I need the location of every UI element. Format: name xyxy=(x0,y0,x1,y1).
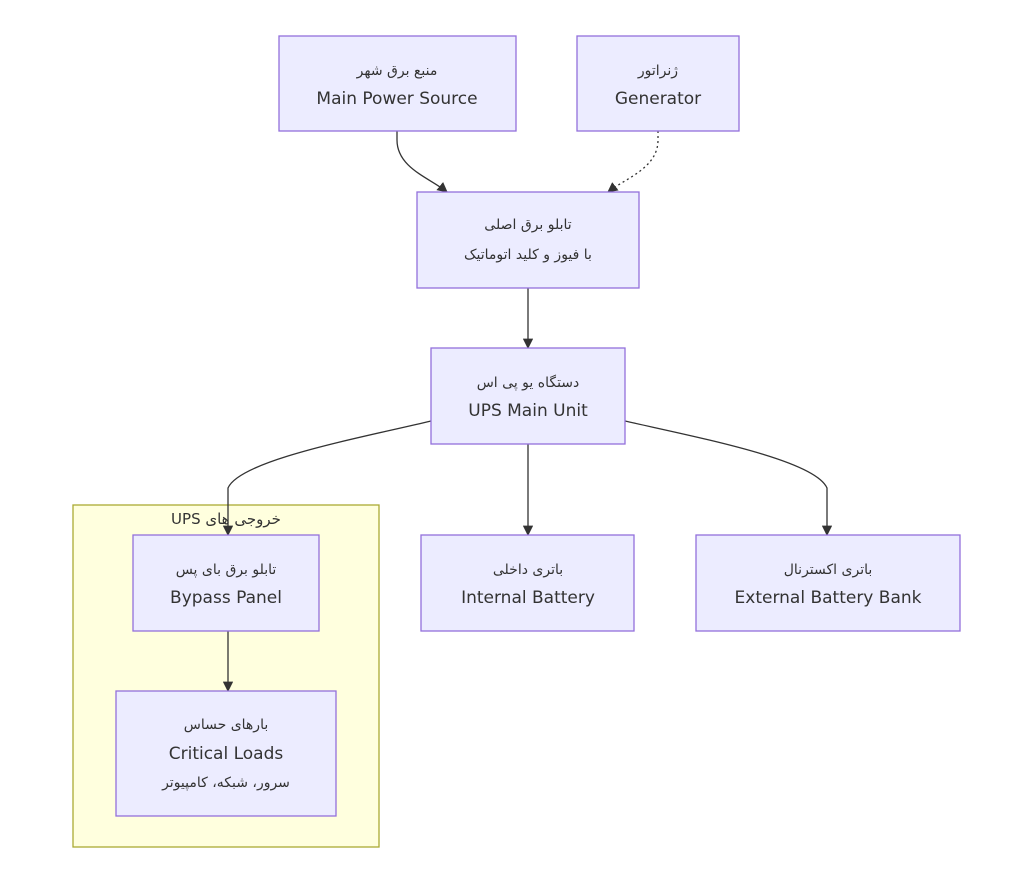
node-label-en: External Battery Bank xyxy=(735,588,922,608)
node-main-panel: تابلو برق اصلی با فیوز و کلید اتوماتیک xyxy=(416,191,640,289)
node-label-fa: تابلو برق اصلی xyxy=(484,217,571,233)
node-label-en: UPS Main Unit xyxy=(468,401,588,421)
edge-main-power-to-main-panel xyxy=(396,131,448,193)
node-label-fa: با فیوز و کلید اتوماتیک xyxy=(464,247,592,263)
edge-generator-to-main-panel xyxy=(607,131,659,193)
node-label-fa: باتری اکسترنال xyxy=(784,562,873,578)
node-label-en: Internal Battery xyxy=(461,588,595,608)
node-label-fa: دستگاه یو پی اس xyxy=(477,374,580,391)
node-external-battery-bank: باتری اکسترنال External Battery Bank xyxy=(695,534,961,632)
edge-ups-unit-to-bypass-panel xyxy=(222,420,432,537)
edges xyxy=(222,131,833,693)
node-internal-battery: باتری داخلی Internal Battery xyxy=(420,534,635,632)
node-label-fa: ژنراتور xyxy=(637,63,678,79)
node-label-fa: باتری داخلی xyxy=(493,562,563,578)
edge-ups-unit-to-external-battery xyxy=(624,420,833,537)
cluster-title: UPS خروجی های xyxy=(171,510,281,528)
node-generator: ژنراتور Generator xyxy=(576,35,740,132)
node-label-en: Critical Loads xyxy=(169,744,284,764)
node-main-power-source: منبع برق شهر Main Power Source xyxy=(278,35,517,132)
node-ups-main-unit: دستگاه یو پی اس UPS Main Unit xyxy=(430,347,626,445)
node-bypass-panel: تابلو برق بای پس Bypass Panel xyxy=(132,534,320,632)
node-label-fa: منبع برق شهر xyxy=(356,63,438,79)
node-label-en: Bypass Panel xyxy=(170,588,282,608)
node-label-fa: بارهای حساس xyxy=(184,717,268,733)
node-label-en: Generator xyxy=(615,89,701,109)
node-label-fa: تابلو برق بای پس xyxy=(176,562,277,578)
node-label-fa: سرور، شبکه، کامپیوتر xyxy=(161,775,290,791)
node-label-en: Main Power Source xyxy=(316,89,477,109)
node-critical-loads: بارهای حساس Critical Loads سرور، شبکه، ک… xyxy=(115,690,337,817)
